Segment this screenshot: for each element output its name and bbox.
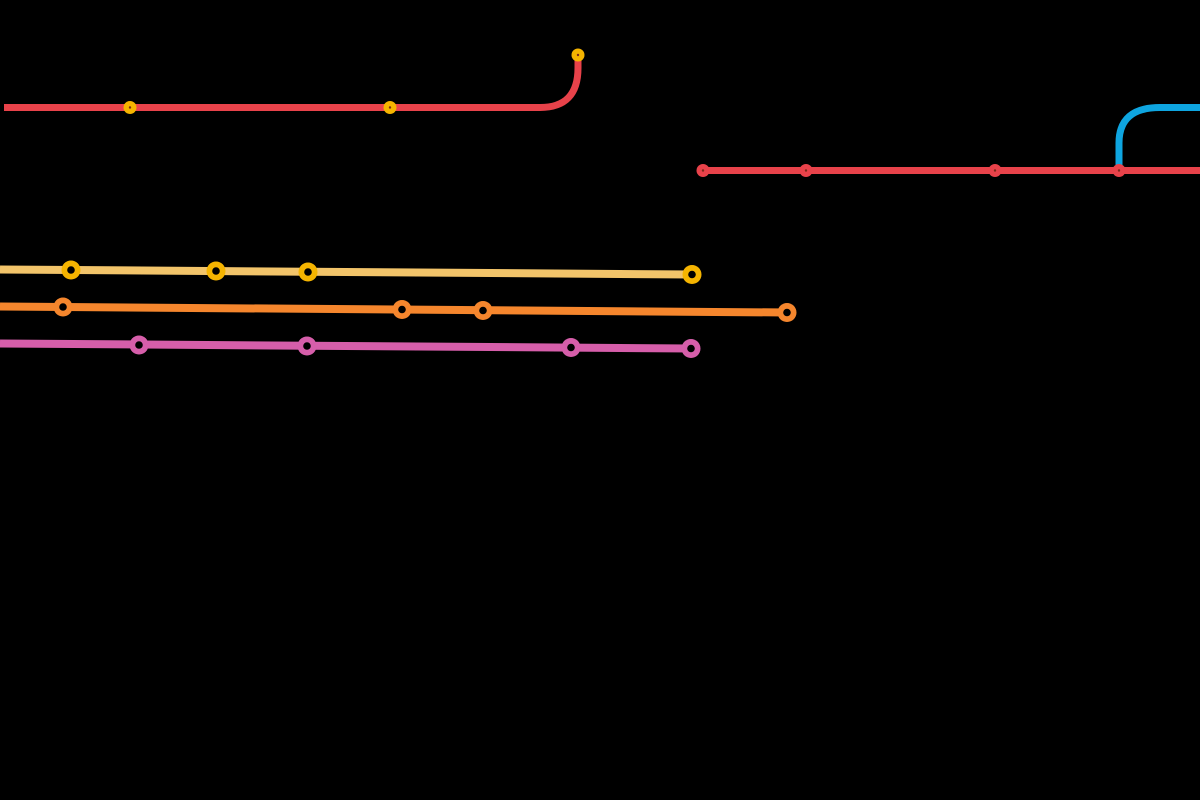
- stations-layer: [53, 48, 1126, 358]
- red-right-station-4-center: [1117, 169, 1121, 172]
- red-upper-station-2-center: [388, 106, 392, 109]
- blue-branch-route-line: [1115, 104, 1200, 165]
- orange-station-3-center: [479, 306, 487, 315]
- orange-station-1-center: [59, 303, 67, 311]
- pink-station-4-center: [687, 344, 695, 353]
- red-upper-station-1-center: [128, 106, 132, 109]
- pink-station-1-center: [135, 341, 143, 349]
- pink-station-2-center: [303, 342, 311, 350]
- orange-station-4-center: [783, 308, 791, 317]
- red-right-station-3-center: [993, 169, 997, 172]
- pink-station-3-center: [567, 343, 575, 352]
- red-upper-route-line: [4, 56, 582, 111]
- red-upper-station-3-center: [576, 53, 580, 57]
- yellow-route-line: [0, 265, 693, 279]
- yellow-station-3-center: [304, 268, 312, 276]
- pink-route-line: [0, 339, 692, 353]
- red-right-station-2-center: [804, 169, 808, 172]
- yellow-station-1-center: [67, 266, 75, 274]
- orange-station-2-center: [398, 305, 406, 314]
- yellow-station-4-center: [688, 270, 696, 279]
- red-right-station-1-center: [701, 169, 705, 172]
- yellow-station-2-center: [212, 267, 220, 275]
